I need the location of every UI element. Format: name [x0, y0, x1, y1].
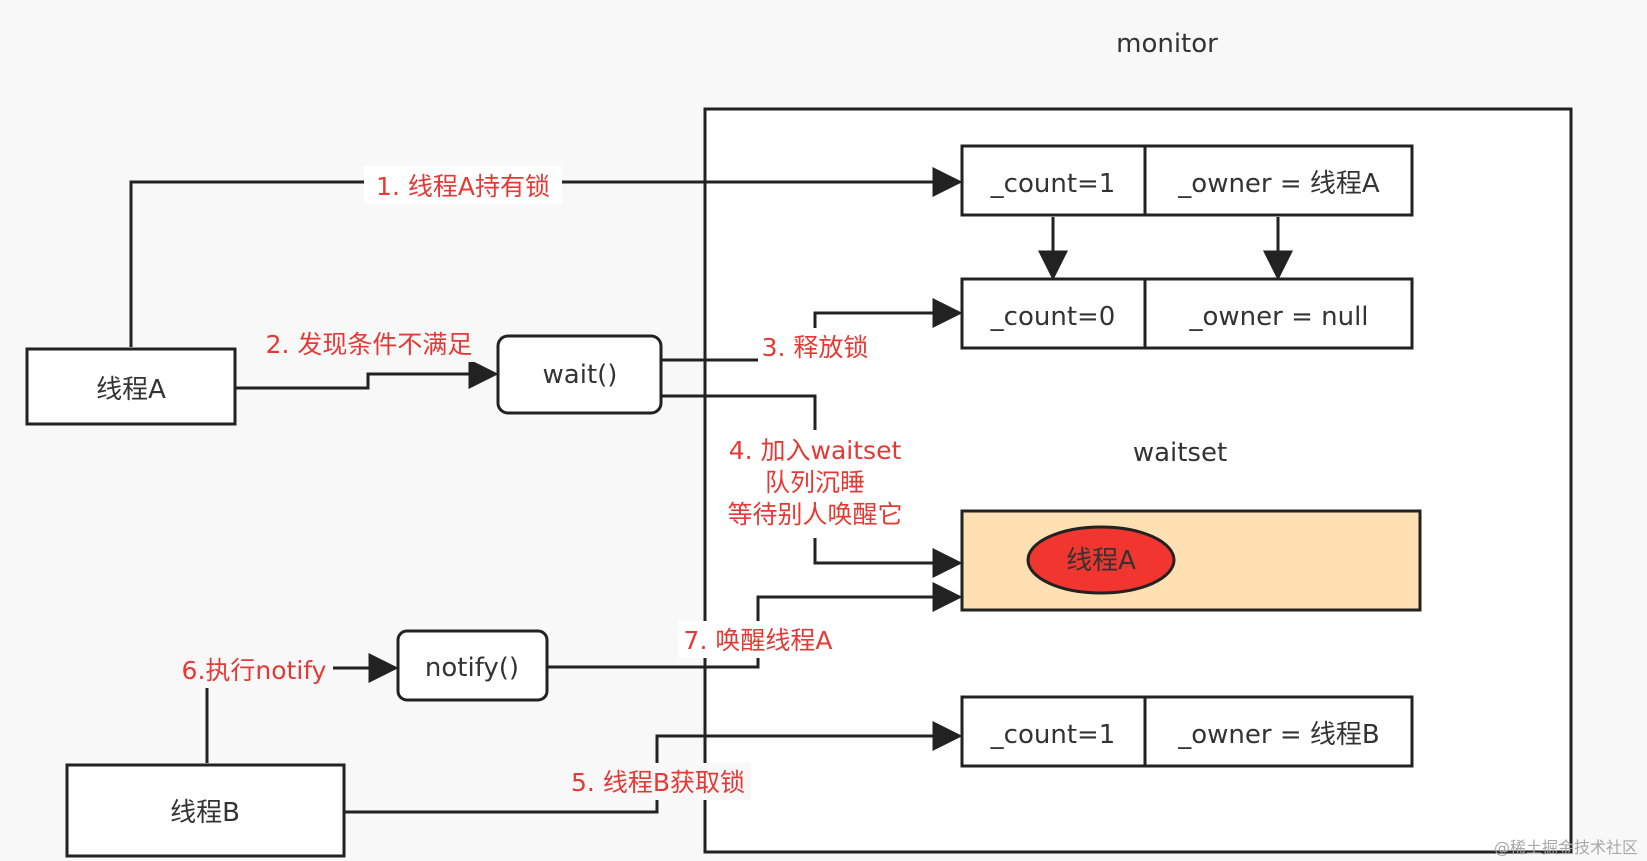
owner-cell-second	[1143, 277, 1414, 350]
thread-b-box	[65, 763, 346, 858]
owner-cell-third	[1143, 695, 1414, 768]
count-label-first: _count=1	[990, 169, 1116, 199]
watermark-text: @稀土掘金技术社区	[1494, 838, 1638, 857]
step4-label-line3: 等待别人唤醒它	[727, 500, 902, 529]
step2-label-bg	[253, 324, 487, 362]
step2-label: 2. 发现条件不满足	[266, 330, 473, 359]
step3-label-bg	[758, 328, 880, 364]
step3-label: 3. 释放锁	[762, 333, 869, 362]
step1-label: 1. 线程A持有锁	[376, 172, 550, 201]
step4-label-bg	[719, 430, 915, 538]
monitor-row-second: _count=0 _owner = null	[960, 277, 1414, 350]
step7-label: 7. 唤醒线程A	[684, 626, 833, 655]
count-label-third: _count=1	[990, 720, 1116, 750]
count-cell-first	[960, 144, 1147, 217]
owner-label-second: _owner = null	[1188, 302, 1368, 332]
step5-label: 5. 线程B获取锁	[571, 768, 745, 797]
owner-label-third: _owner = 线程B	[1177, 720, 1380, 750]
step6-label: 6.执行notify	[182, 656, 327, 685]
monitor-title: monitor	[1116, 29, 1218, 59]
count-label-second: _count=0	[990, 302, 1116, 332]
step4-label-line2: 队列沉睡	[765, 468, 865, 497]
notify-call-label: notify()	[425, 653, 519, 683]
wait-call-label: wait()	[543, 360, 618, 390]
waitset-thread-label: 线程A	[1066, 546, 1136, 576]
monitor-row-third: _count=1 _owner = 线程B	[960, 695, 1414, 768]
step4-label-line1: 4. 加入waitset	[729, 436, 902, 465]
step7-label-bg	[678, 621, 838, 658]
thread-a-box	[25, 347, 237, 426]
count-cell-third	[960, 695, 1147, 768]
step6-label-bg	[175, 651, 333, 688]
step1-label-bg	[364, 166, 562, 204]
owner-cell-first	[1143, 144, 1414, 217]
monitor-row-first: _count=1 _owner = 线程A	[960, 144, 1414, 217]
flow-thread-a-holds-lock	[129, 167, 963, 347]
owner-label-first: _owner = 线程A	[1177, 169, 1380, 199]
thread-b-label: 线程B	[170, 798, 240, 828]
waitset-thread-ellipse	[1026, 525, 1176, 595]
step5-label-bg	[565, 763, 751, 800]
flow-thread-a-to-wait	[236, 359, 499, 390]
waitset-label: waitset	[1133, 438, 1227, 468]
thread-a-label: 线程A	[96, 375, 166, 405]
